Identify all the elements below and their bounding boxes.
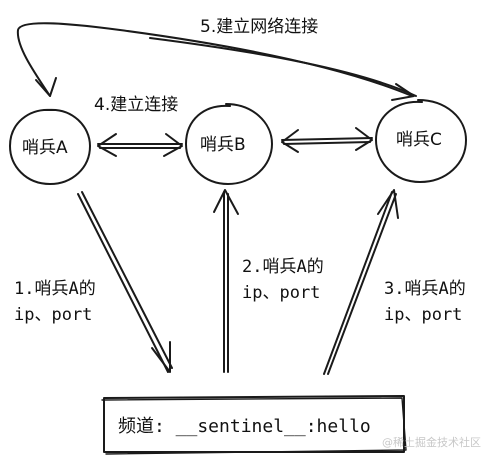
node-sentinel-a: 哨兵A [9, 108, 91, 185]
arrowhead-to-a [35, 77, 57, 97]
node-label-b: 哨兵B [200, 135, 246, 155]
edge-label-c-line2: ip、port [384, 305, 462, 325]
edge-label-network: 5.建立网络连接 [200, 17, 318, 37]
edge-b-c [281, 127, 373, 153]
channel-label: 频道: __sentinel__:hello [118, 416, 371, 437]
edge-channel-to-c [323, 189, 399, 375]
edge-label-connect: 4.建立连接 [94, 95, 178, 115]
edge-label-a-line1: 1.哨兵A的 [14, 279, 96, 299]
node-sentinel-b: 哨兵B [185, 103, 273, 185]
channel-box: 频道: __sentinel__:hello [101, 395, 407, 455]
node-label-c: 哨兵C [396, 130, 442, 150]
edge-label-b-line1: 2.哨兵A的 [242, 257, 324, 277]
edge-network-connection [16, 22, 417, 101]
edge-label-b-line2: ip、port [242, 283, 320, 303]
watermark-text: @稀土掘金技术社区 [382, 435, 481, 449]
node-sentinel-c: 哨兵C [375, 99, 467, 183]
node-label-a: 哨兵A [22, 138, 68, 158]
edge-label-c-line1: 3.哨兵A的 [384, 279, 466, 299]
edge-a-b [97, 133, 183, 157]
arrowhead-to-c [391, 83, 415, 101]
edge-label-a-line2: ip、port [14, 305, 92, 325]
edge-a-to-channel [77, 191, 173, 373]
edge-channel-to-b [213, 189, 239, 373]
